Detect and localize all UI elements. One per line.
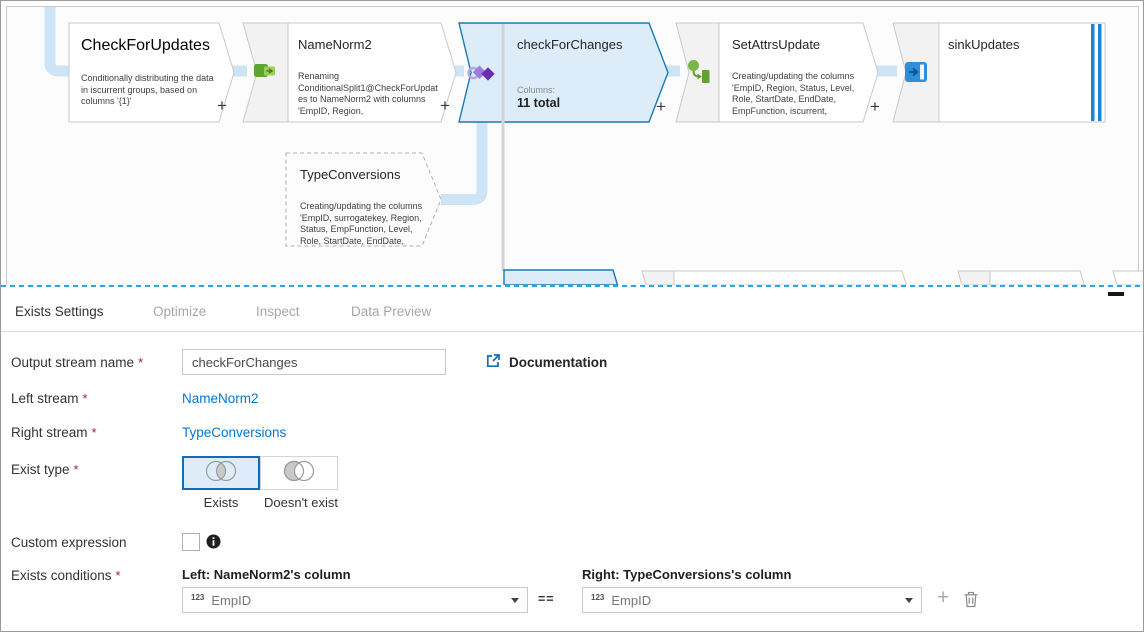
collapse-panel-handle[interactable]	[1108, 292, 1124, 296]
left-stream-label: Left stream*	[11, 391, 88, 406]
required-asterisk: *	[91, 425, 97, 440]
venn-intersection-icon	[200, 457, 242, 490]
exists-conditions-label: Exists conditions*	[11, 568, 121, 583]
tab-data-preview[interactable]: Data Preview	[351, 304, 432, 319]
documentation-link[interactable]	[485, 353, 501, 374]
panel-splitter[interactable]	[1, 285, 1143, 287]
add-condition-button[interactable]: +	[937, 586, 950, 609]
add-transformation-button[interactable]: +	[217, 96, 227, 115]
exist-type-option-doesnt-exist[interactable]	[260, 456, 338, 490]
equality-operator: ==	[538, 592, 555, 606]
node-sinkupdates-shape[interactable]	[938, 22, 1106, 123]
exists-option-label: Exists	[203, 495, 239, 510]
output-stream-name-label: Output stream name*	[11, 355, 144, 370]
sink-icon	[905, 62, 927, 82]
required-asterisk: *	[115, 568, 121, 583]
exist-type-label: Exist type*	[11, 462, 79, 477]
tab-optimize[interactable]: Optimize	[153, 304, 207, 319]
required-asterisk: *	[138, 355, 144, 370]
chevron-down-icon	[905, 597, 913, 603]
add-transformation-button[interactable]: +	[440, 96, 450, 115]
node-typeconversions-shape[interactable]	[285, 152, 442, 247]
right-column-dropdown[interactable]: 123 EmpID	[582, 587, 922, 613]
node-checkforchanges-shape[interactable]	[458, 22, 669, 123]
settings-panel: Exists Settings Optimize Inspect Data Pr…	[1, 287, 1143, 631]
derived-column-icon	[688, 60, 710, 83]
tab-exists-settings[interactable]: Exists Settings	[15, 304, 104, 319]
info-icon[interactable]	[206, 534, 221, 554]
delete-condition-button[interactable]	[963, 591, 979, 613]
node-checkforupdates-shape[interactable]	[68, 22, 235, 123]
node-setattrsupdate-shape[interactable]	[718, 22, 879, 123]
left-column-header: Left: NameNorm2's column	[182, 567, 351, 582]
add-transformation-button[interactable]: +	[870, 97, 880, 116]
right-column-value: EmpID	[611, 592, 652, 608]
node-setattrsupdate-icon-segment[interactable]	[675, 22, 720, 123]
exist-type-option-exists[interactable]	[182, 456, 260, 490]
chevron-down-icon	[511, 597, 519, 603]
tab-separator	[1, 331, 1143, 332]
right-stream-label: Right stream*	[11, 425, 97, 440]
left-column-dropdown[interactable]: 123 EmpID	[182, 587, 528, 613]
add-transformation-button[interactable]: +	[656, 97, 666, 116]
doesnt-exist-option-label: Doesn't exist	[263, 495, 338, 510]
numeric-type-badge: 123	[191, 592, 205, 602]
output-stream-name-input[interactable]	[182, 349, 446, 375]
select-transformation-icon	[254, 64, 275, 77]
left-stream-link[interactable]: NameNorm2	[182, 391, 259, 406]
required-asterisk: *	[73, 462, 79, 477]
tab-inspect[interactable]: Inspect	[256, 304, 300, 319]
dataflow-canvas[interactable]: CheckForUpdates Conditionally distributi…	[1, 1, 1144, 285]
right-stream-link[interactable]: TypeConversions	[182, 425, 287, 440]
external-link-icon	[485, 353, 501, 374]
numeric-type-badge: 123	[591, 592, 605, 602]
right-column-header: Right: TypeConversions's column	[582, 567, 792, 582]
documentation-label[interactable]: Documentation	[509, 355, 608, 370]
left-column-value: EmpID	[211, 592, 252, 608]
required-asterisk: *	[82, 391, 88, 406]
custom-expression-checkbox[interactable]	[182, 533, 200, 551]
sink-end-bar	[1098, 24, 1102, 121]
venn-left-only-icon	[278, 457, 320, 490]
second-row-nodes[interactable]	[503, 269, 1144, 285]
custom-expression-label: Custom expression	[11, 535, 127, 550]
sink-end-bar	[1091, 24, 1095, 121]
node-namenorm2-shape[interactable]	[287, 22, 457, 123]
